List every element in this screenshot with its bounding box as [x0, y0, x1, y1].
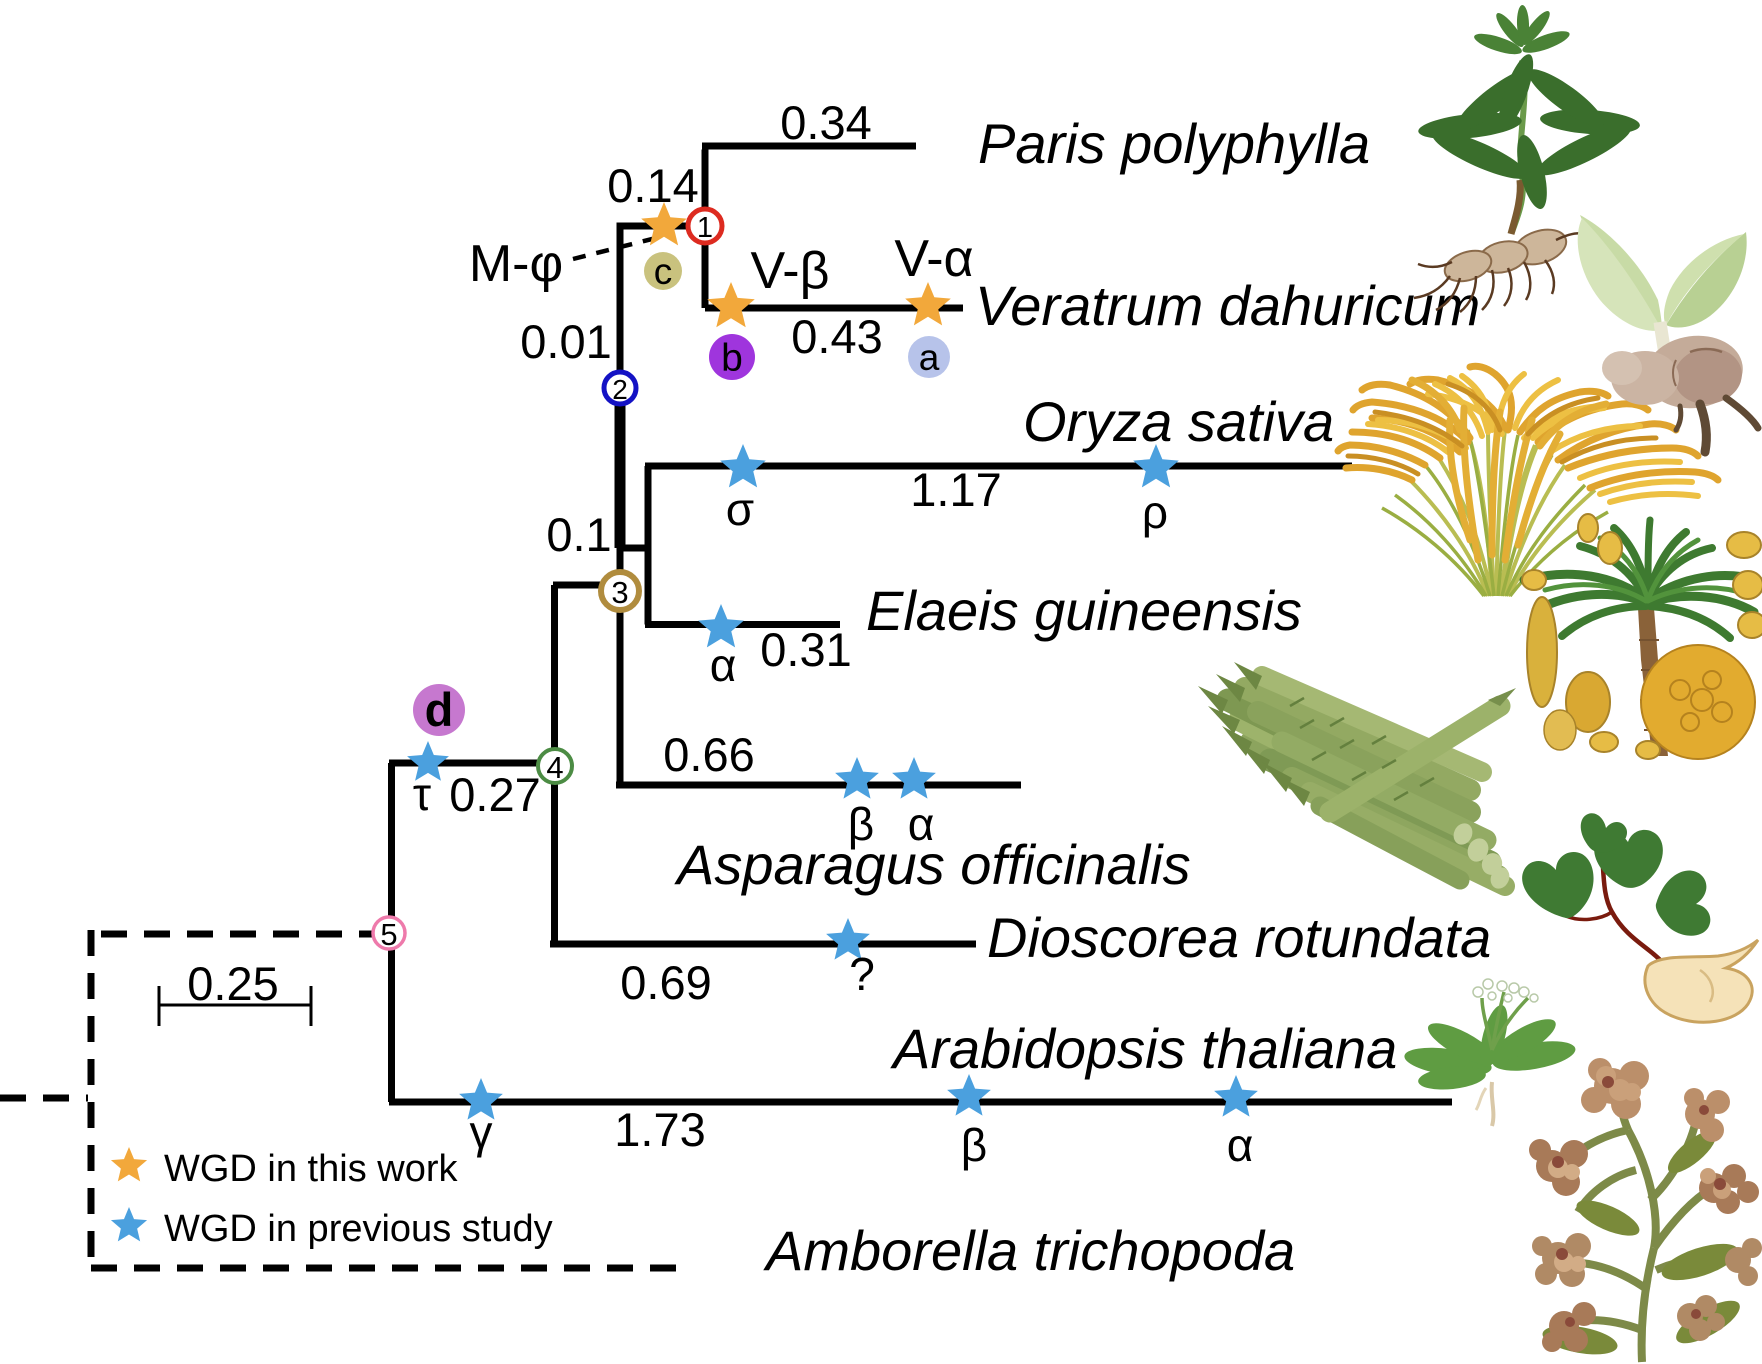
svg-text:M-φ: M-φ	[469, 235, 563, 293]
svg-text:V-α: V-α	[894, 230, 973, 288]
svg-text:d: d	[425, 683, 454, 736]
svg-text:Amborella trichopoda: Amborella trichopoda	[763, 1219, 1295, 1282]
svg-text:σ: σ	[726, 483, 754, 535]
svg-text:Dioscorea rotundata: Dioscorea rotundata	[987, 906, 1491, 969]
svg-text:β: β	[961, 1119, 987, 1171]
svg-text:τ: τ	[413, 768, 431, 820]
svg-text:Veratrum dahuricum: Veratrum dahuricum	[975, 274, 1480, 337]
svg-text:0.01: 0.01	[520, 315, 611, 368]
svg-text:0.14: 0.14	[607, 159, 698, 212]
svg-text:γ: γ	[470, 1106, 493, 1158]
svg-text:Asparagus officinalis: Asparagus officinalis	[674, 833, 1191, 896]
svg-text:4: 4	[546, 750, 563, 785]
svg-text:α: α	[710, 639, 737, 691]
svg-text:1.17: 1.17	[910, 463, 1001, 516]
svg-text:?: ?	[849, 948, 875, 1000]
svg-text:V-β: V-β	[750, 242, 829, 300]
svg-text:a: a	[919, 337, 940, 378]
svg-text:0.27: 0.27	[449, 768, 540, 821]
svg-text:β: β	[848, 798, 874, 850]
svg-text:3: 3	[611, 575, 628, 610]
svg-text:0.25: 0.25	[187, 957, 278, 1010]
svg-text:1.73: 1.73	[614, 1103, 705, 1156]
svg-text:0.43: 0.43	[791, 310, 882, 363]
svg-text:0.34: 0.34	[780, 96, 871, 149]
svg-text:Arabidopsis thaliana: Arabidopsis thaliana	[890, 1017, 1397, 1080]
svg-text:b: b	[721, 337, 743, 380]
svg-text:Elaeis guineensis: Elaeis guineensis	[866, 579, 1302, 642]
svg-text:c: c	[654, 251, 673, 292]
svg-text:0.1: 0.1	[546, 508, 611, 561]
svg-text:1: 1	[697, 212, 713, 244]
svg-text:Oryza sativa: Oryza sativa	[1023, 390, 1334, 453]
svg-text:α: α	[1227, 1119, 1254, 1171]
svg-text:α: α	[908, 798, 935, 850]
svg-text:5: 5	[380, 917, 397, 952]
svg-text:WGD in previous study: WGD in previous study	[164, 1208, 553, 1250]
svg-text:2: 2	[612, 374, 628, 405]
svg-text:WGD in this work: WGD in this work	[164, 1148, 458, 1190]
svg-text:0.69: 0.69	[620, 956, 711, 1009]
svg-text:0.31: 0.31	[760, 623, 851, 676]
svg-text:0.66: 0.66	[663, 728, 754, 781]
svg-text:Paris polyphylla: Paris polyphylla	[978, 112, 1370, 175]
svg-text:ρ: ρ	[1142, 486, 1168, 538]
